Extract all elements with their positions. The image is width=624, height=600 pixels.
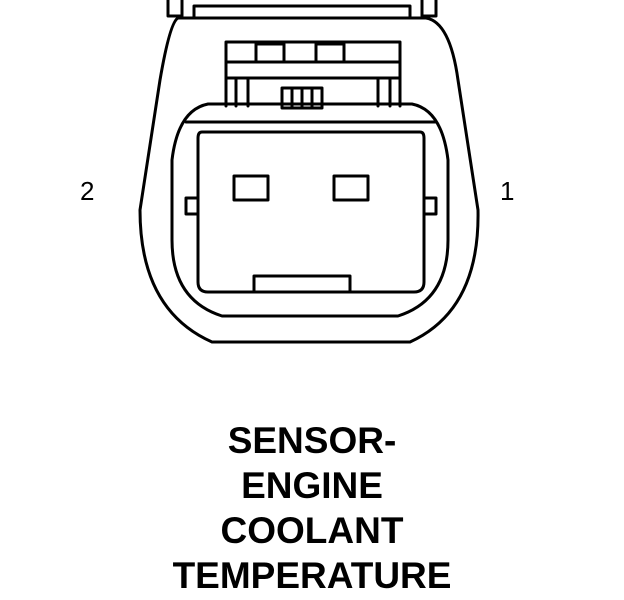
side-key-right [422,196,438,216]
terminal-cavity [196,130,426,294]
top-latch-left [166,0,184,18]
caption-line-2: ENGINE [241,465,383,506]
lock-button-grip [290,86,314,110]
terminal-1 [332,174,370,202]
terminal-2 [232,174,270,202]
lock-tab-right [314,42,346,64]
lock-left-post [234,76,250,108]
side-key-left [184,196,200,216]
top-latch-bar [192,4,412,20]
outer-housing [138,16,480,344]
pin-label-1: 1 [500,176,515,206]
pin-label-2: 2 [80,176,95,206]
caption-line-1: SENSOR- [227,420,397,461]
lock-right-post [376,76,392,108]
inner-shell [170,102,450,318]
polarization-key [252,274,352,294]
component-caption: SENSOR- ENGINE COOLANT TEMPERATURE [0,418,624,598]
caption-line-4: TEMPERATURE [172,555,452,596]
lock-tab-left [254,42,286,64]
top-latch-right [420,0,438,18]
caption-line-3: COOLANT [220,510,404,551]
lock-frame [224,40,402,108]
